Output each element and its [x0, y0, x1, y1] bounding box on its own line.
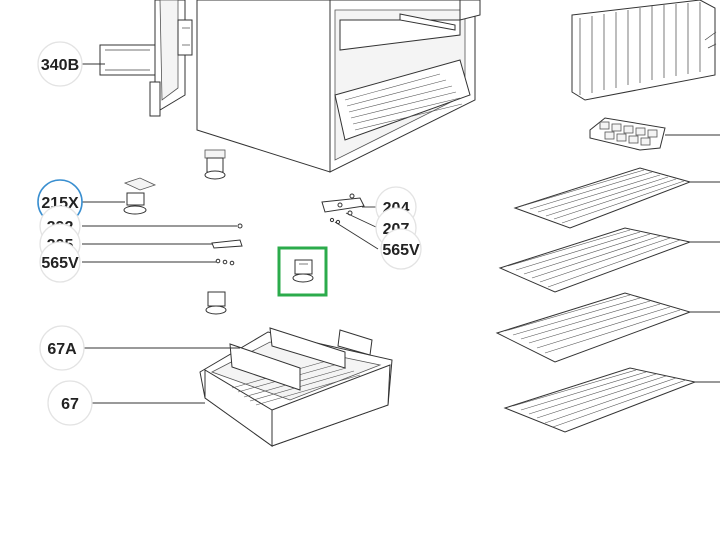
crisper-drawer: [199, 327, 393, 447]
hinge-204-set: [321, 193, 365, 225]
wire-shelf-4: [503, 367, 720, 433]
evaporator-fins: [571, 0, 717, 101]
callout-label-67: 67: [61, 396, 79, 413]
foot-upper: [204, 149, 226, 180]
screws-565V-left: [215, 258, 235, 266]
callout-label-565V-right: 565V: [382, 242, 420, 259]
cabinet-body: [196, 0, 481, 173]
screw-292: [237, 223, 243, 229]
callout-565V-left[interactable]: 565V: [39, 241, 81, 283]
wire-shelf-3: [495, 292, 720, 363]
hinge-bracket-215X: [123, 177, 157, 215]
bracket-205: [211, 239, 243, 249]
callout-340B[interactable]: 340B: [37, 41, 83, 87]
wire-shelf-1: [513, 167, 720, 229]
callout-67A[interactable]: 67A: [39, 325, 85, 371]
callout-label-67A: 67A: [47, 341, 77, 358]
wire-shelf-2: [498, 227, 720, 293]
ice-cube-tray: [589, 117, 720, 151]
callout-label-340B: 340B: [41, 57, 79, 74]
foot-lower: [205, 291, 227, 315]
adjustable-foot[interactable]: [292, 259, 314, 283]
callout-565V-right[interactable]: 565V: [380, 228, 422, 270]
callout-label-565V-left: 565V: [41, 255, 79, 272]
highlight-box: [277, 246, 328, 297]
callout-67[interactable]: 67: [47, 380, 93, 426]
door-panel: [99, 0, 193, 117]
cabinet-inner-grille: [344, 73, 463, 131]
leader-lines: [82, 63, 379, 404]
